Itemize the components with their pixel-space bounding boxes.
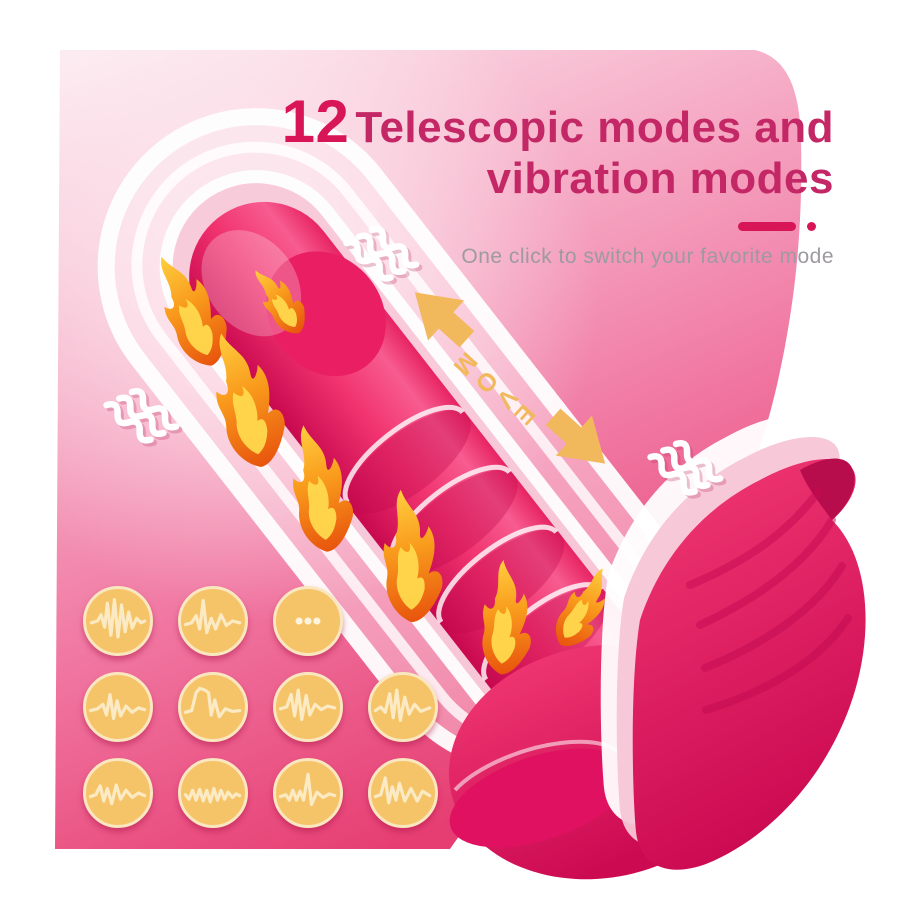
subtitle: One click to switch your favorite mode <box>461 245 834 269</box>
title-number: 12 <box>281 88 350 155</box>
title-line1-text: Telescopic modes and <box>355 103 834 152</box>
divider-dash <box>738 222 796 232</box>
device-head-bump <box>265 251 386 377</box>
divider-dot <box>807 222 816 232</box>
wing-body <box>632 458 866 870</box>
device-wing <box>600 414 866 870</box>
wing-tip-fold <box>800 458 855 520</box>
device <box>97 108 686 772</box>
wing-ridges <box>686 488 852 714</box>
base-plate <box>449 748 631 848</box>
divider <box>282 222 816 232</box>
title-line2-text: vibration modes <box>486 153 834 203</box>
